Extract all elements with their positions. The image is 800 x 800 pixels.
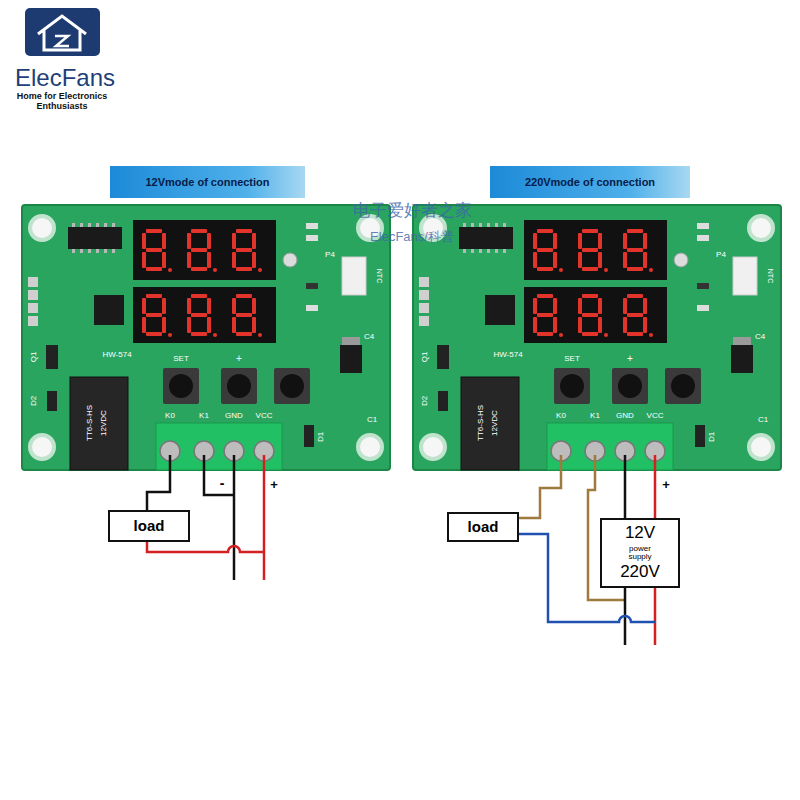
wire xyxy=(147,455,170,510)
logo-tagline: Home for Electronics Enthusiasts xyxy=(12,91,112,112)
polarity-sign: + xyxy=(270,478,278,491)
part-label: C1 xyxy=(758,416,768,424)
terminal-label: GND xyxy=(616,412,634,420)
button-label: SET xyxy=(173,355,189,363)
button-label: + xyxy=(627,354,633,364)
part-label: C4 xyxy=(364,333,374,341)
relay-marking: 12VDC xyxy=(491,410,499,436)
connector-label: NTC xyxy=(767,269,774,283)
part-label: P4 xyxy=(325,251,335,259)
wire xyxy=(233,455,236,580)
terminal-label: K1 xyxy=(199,412,209,420)
supply-label: power supply xyxy=(618,545,662,562)
part-label: D1 xyxy=(317,432,325,442)
load-label: load xyxy=(468,519,499,536)
part-label: D1 xyxy=(708,432,716,442)
button-label: SET xyxy=(564,355,580,363)
part-label: Q1 xyxy=(30,352,38,363)
polarity-sign: + xyxy=(662,478,670,491)
mode-banner: 12Vmode of connection xyxy=(110,166,305,198)
wire xyxy=(147,542,264,552)
part-label: D2 xyxy=(30,396,38,406)
wire xyxy=(519,455,561,518)
wire xyxy=(263,455,266,580)
voltage-out: 12V xyxy=(625,524,655,543)
polarity-sign: - xyxy=(220,476,225,490)
wire xyxy=(204,455,234,495)
board-model: HW-574 xyxy=(102,351,131,359)
thermostat-board xyxy=(22,205,390,470)
part-label: C4 xyxy=(755,333,765,341)
banner-title: 12Vmode of connection xyxy=(145,176,269,188)
button-label: + xyxy=(236,354,242,364)
part-label: C1 xyxy=(367,416,377,424)
part-label: Q1 xyxy=(421,352,429,363)
logo-name: ElecFans xyxy=(15,66,115,90)
relay-marking: 12VDC xyxy=(100,410,108,436)
load-label: load xyxy=(134,518,165,535)
mode-banner: 220Vmode of connection xyxy=(490,166,690,198)
terminal-label: GND xyxy=(225,412,243,420)
banner-title: 220Vmode of connection xyxy=(525,176,655,188)
board-model: HW-574 xyxy=(493,351,522,359)
load-box: load xyxy=(447,512,519,542)
connector-label: NTC xyxy=(376,269,383,283)
power-supply-box: 12V power supply220V xyxy=(600,518,680,588)
load-box: load xyxy=(108,510,190,542)
terminal-label: K1 xyxy=(590,412,600,420)
terminal-label: VCC xyxy=(647,412,664,420)
voltage-in: 220V xyxy=(620,563,660,582)
part-label: D2 xyxy=(421,396,429,406)
watermark: 电子爱好者之家 xyxy=(353,202,472,219)
logo-icon xyxy=(25,8,100,56)
relay-marking: TT6-S-HS xyxy=(86,405,94,441)
thermostat-board xyxy=(413,205,781,470)
part-label: P4 xyxy=(716,251,726,259)
watermark: ElecFans/科普 xyxy=(370,230,454,243)
terminal-label: VCC xyxy=(256,412,273,420)
terminal-label: K0 xyxy=(556,412,566,420)
wires xyxy=(147,455,655,645)
terminal-label: K0 xyxy=(165,412,175,420)
relay-marking: TT6-S-HS xyxy=(477,405,485,441)
